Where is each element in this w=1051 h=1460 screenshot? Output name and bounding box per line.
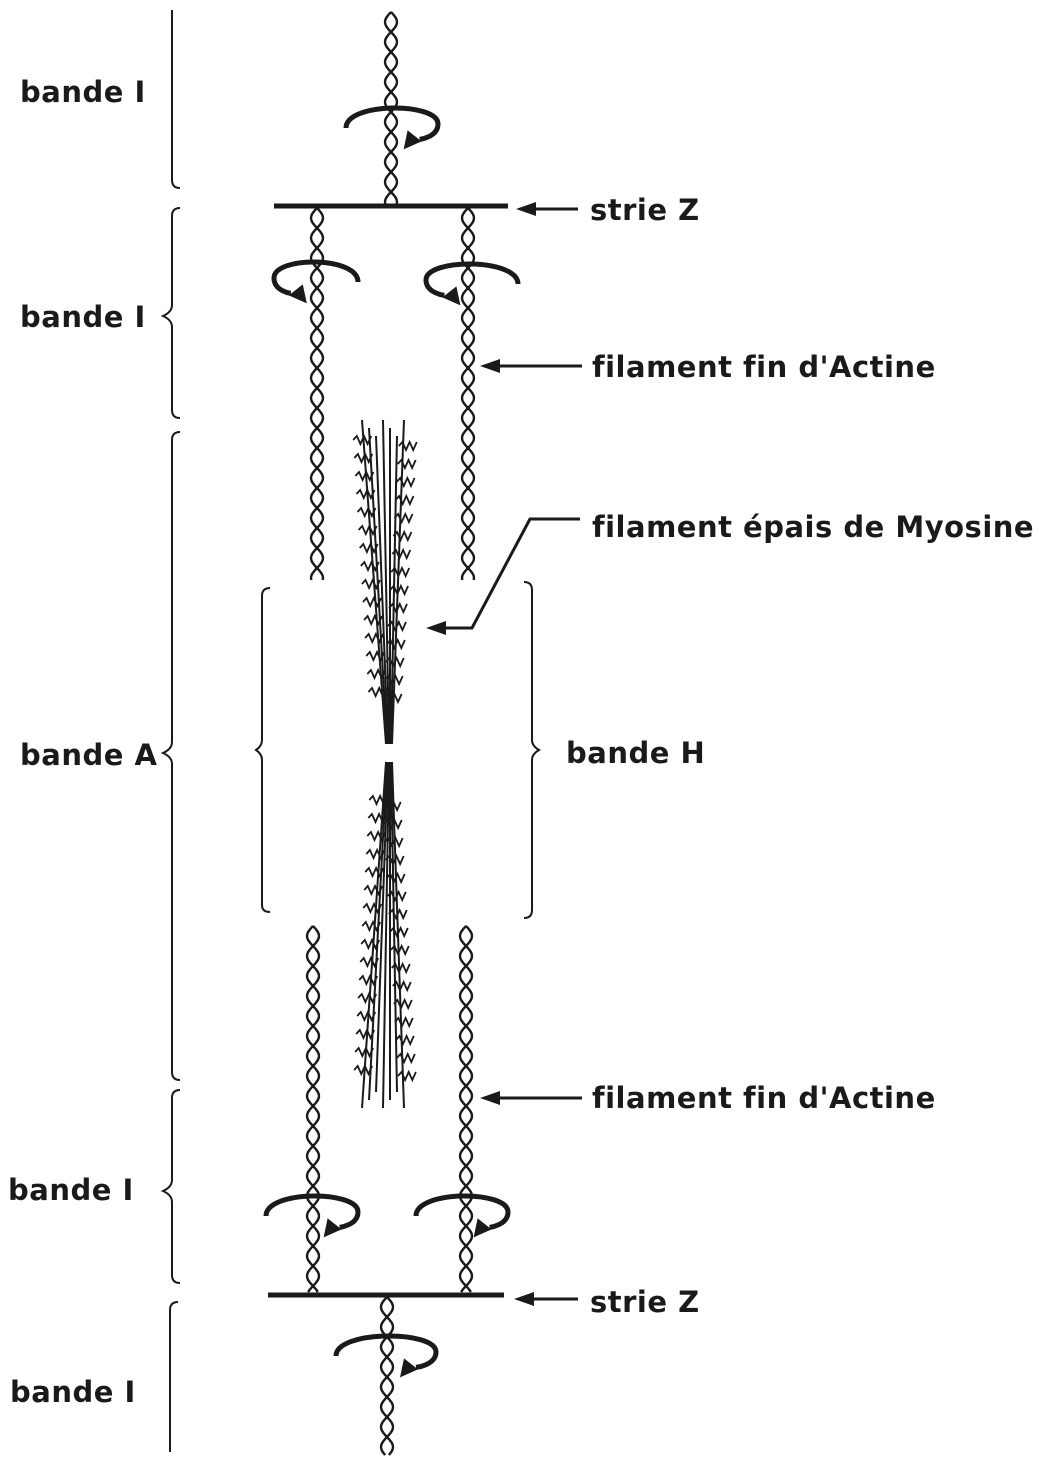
myosin-lower-half — [354, 762, 416, 1108]
myosin-head-lower-right — [396, 1036, 414, 1044]
brace-band-h — [524, 582, 539, 918]
band-a-label: bande A — [20, 738, 157, 772]
myosin-head-upper-right — [396, 496, 414, 504]
rotation-arrow-lower-right-head — [474, 1218, 492, 1237]
band-i-label-upper: bande I — [20, 300, 146, 334]
myosin-head-lower-right — [398, 1072, 416, 1080]
arrow-z-top-head — [516, 202, 536, 216]
actin-label-lower: filament fin d'Actine — [592, 1081, 936, 1115]
band-i-label-lower: bande I — [8, 1173, 134, 1207]
myosin-head-upper-right — [390, 586, 408, 594]
myosin-head-lower-left — [354, 1066, 372, 1074]
actin-lower-right — [460, 926, 472, 1292]
myosin-head-upper-right — [398, 460, 416, 468]
brace-band-i-upper — [163, 208, 180, 418]
bracket-myosin-left — [256, 588, 270, 912]
brace-band-i-lower — [163, 1090, 180, 1283]
rotation-arrow-lower-left-head — [324, 1218, 342, 1237]
myosin-head-upper-right — [393, 532, 411, 540]
rotation-arrow-upper-right-curve — [426, 264, 518, 295]
brace-band-i-top — [172, 10, 180, 188]
arrow-myosin-head — [426, 621, 446, 635]
z-line-label-top: strie Z — [590, 193, 700, 227]
myosin-head-lower-left — [358, 994, 376, 1002]
myosin-head-lower-left — [355, 1048, 373, 1056]
myosin-label: filament épais de Myosine — [592, 510, 1034, 544]
myosin-head-lower-right — [395, 1018, 413, 1026]
rotation-arrow-upper-left-head — [289, 284, 307, 303]
myosin-head-upper-right — [399, 442, 417, 450]
rotation-arrow-upper-right-head — [442, 286, 460, 305]
actin-label-upper: filament fin d'Actine — [592, 350, 936, 384]
myosin-head-lower-right — [394, 1000, 412, 1008]
rotation-arrow-top-head — [404, 130, 422, 149]
myosin-head-upper-right — [394, 514, 412, 522]
arrow-actin-upper-head — [480, 359, 500, 373]
myosin-head-lower-right — [397, 1054, 415, 1062]
myosin-head-lower-left — [356, 1030, 374, 1038]
myosin-head-upper-right — [397, 478, 415, 486]
myosin-head-lower-left — [357, 1012, 375, 1020]
myosin-head-lower-left — [359, 976, 377, 984]
brace-band-i-bottom — [170, 1302, 178, 1452]
myosin-head-upper-left — [353, 436, 371, 444]
rotation-arrow-lower-left-curve — [266, 1196, 358, 1227]
z-line-label-bottom: strie Z — [590, 1285, 700, 1319]
pointer-arrows — [426, 202, 582, 1306]
rotation-arrow-bottom-head — [400, 1358, 418, 1377]
band-h-label: bande H — [566, 736, 705, 770]
actin-bottom-center — [381, 1297, 393, 1455]
brace-band-a — [163, 432, 180, 1080]
myosin-upper-half — [353, 420, 417, 744]
rotation-arrow-lower-left — [266, 1196, 358, 1237]
arrow-z-bottom-head — [514, 1292, 534, 1306]
arrow-actin-lower-head — [480, 1091, 500, 1105]
band-i-label-top: bande I — [20, 75, 146, 109]
actin-lower-left — [307, 926, 319, 1292]
myosin-filament — [353, 420, 417, 1108]
rotation-arrow-bottom-curve — [336, 1336, 436, 1367]
band-i-label-bottom: bande I — [10, 1375, 136, 1409]
